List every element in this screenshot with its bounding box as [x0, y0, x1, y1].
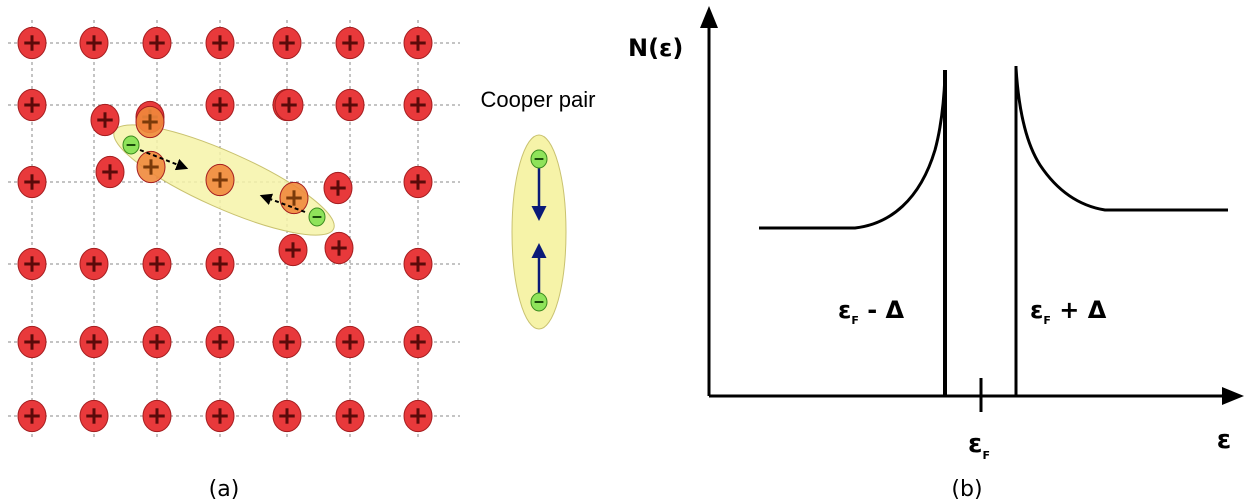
plus-circle-icon [403, 88, 433, 122]
x-axis-arrowhead [1222, 387, 1244, 405]
plus-circle-icon [335, 88, 365, 122]
dos-curve-below-gap [759, 75, 947, 230]
plus-circle-icon [272, 399, 302, 433]
plus-circle-icon [135, 105, 165, 139]
plus-circle-icon [324, 231, 354, 265]
panel-b-density-of-states: N(ε) ε εF - Δ εF + Δ εF (b) [628, 6, 1244, 502]
plus-circle-icon [205, 399, 235, 433]
dos-curve-above-gap [1014, 67, 1228, 212]
cooper-pair-legend-electrons [530, 149, 548, 312]
plus-circle-icon [205, 325, 235, 359]
minus-circle-icon [308, 207, 326, 227]
plus-circle-icon [79, 247, 109, 281]
lattice-electrons [122, 135, 326, 227]
plus-circle-icon [335, 325, 365, 359]
plus-circle-icon [205, 26, 235, 60]
plus-circle-icon [278, 233, 308, 267]
plus-circle-icon [335, 399, 365, 433]
lattice-ions [17, 26, 433, 433]
plus-circle-icon [17, 165, 47, 199]
plus-circle-icon [274, 88, 304, 122]
plus-circle-icon [17, 26, 47, 60]
lattice-grid [8, 20, 460, 440]
gap-upper-label: εF + Δ [1030, 296, 1107, 327]
electron-motion-arrow-right [259, 193, 306, 213]
panel-a-caption: (a) [209, 477, 240, 502]
plus-circle-icon [403, 165, 433, 199]
plus-circle-icon [17, 399, 47, 433]
plus-circle-icon [79, 399, 109, 433]
plus-circle-icon [90, 103, 120, 137]
plus-circle-icon [279, 181, 309, 215]
plus-circle-icon [142, 325, 172, 359]
plus-circle-icon [205, 88, 235, 122]
gap-lower-label: εF - Δ [838, 296, 905, 327]
plus-circle-icon [136, 150, 166, 184]
cooper-pair-label: Cooper pair [481, 87, 596, 112]
plus-circle-icon [95, 155, 125, 189]
plus-circle-icon [79, 26, 109, 60]
plus-circle-icon [403, 325, 433, 359]
plus-circle-icon [17, 88, 47, 122]
plus-circle-icon [17, 325, 47, 359]
plus-circle-icon [403, 399, 433, 433]
y-axis-label: N(ε) [628, 34, 683, 62]
minus-circle-icon [530, 149, 548, 169]
panel-b-caption: (b) [951, 477, 982, 502]
plus-circle-icon [142, 399, 172, 433]
plus-circle-icon [79, 325, 109, 359]
electron-motion-arrow-left [139, 149, 189, 171]
minus-circle-icon [122, 135, 140, 155]
x-axis-label: ε [1217, 425, 1231, 455]
plus-circle-icon [205, 247, 235, 281]
plus-circle-icon [205, 163, 235, 197]
panel-a-lattice: Cooper pair (a) [8, 20, 595, 502]
plus-circle-icon [403, 26, 433, 60]
plus-circle-icon [335, 26, 365, 60]
plus-circle-icon [323, 171, 353, 205]
plus-circle-icon [272, 325, 302, 359]
plus-circle-icon [142, 247, 172, 281]
fermi-level-label: εF [968, 429, 990, 462]
plus-circle-icon [142, 26, 172, 60]
plus-circle-icon [272, 26, 302, 60]
y-axis-arrowhead [700, 6, 718, 28]
minus-circle-icon [530, 292, 548, 312]
plus-circle-icon [17, 247, 47, 281]
cooper-pair-legend-halo [511, 134, 567, 330]
plus-circle-icon [403, 247, 433, 281]
